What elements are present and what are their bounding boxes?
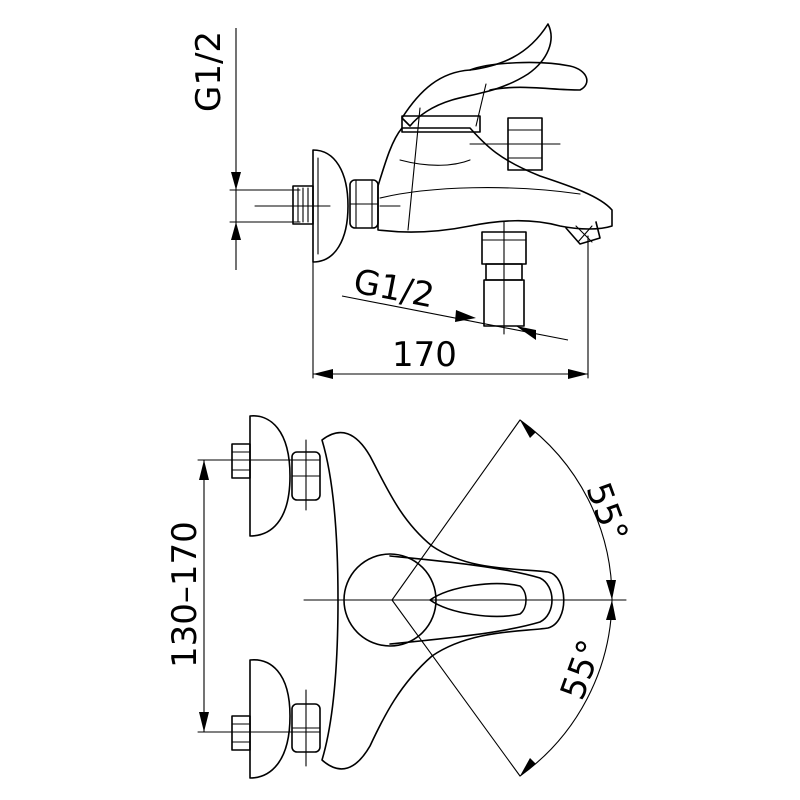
top-view: 130–170 <box>165 415 636 779</box>
inlet-thread-label: G1/2 <box>189 31 229 112</box>
outlet-thread-dimension: G1/2 <box>341 262 569 341</box>
length-dimension: 170 <box>312 235 589 379</box>
lower-inlet <box>231 659 321 779</box>
bottom-outlet <box>481 221 527 335</box>
mixer-body-top <box>321 431 565 770</box>
mixer-body <box>377 127 613 233</box>
union-nut <box>349 179 379 229</box>
center-distance-dimension: 130–170 <box>165 459 269 733</box>
outlet-thread-label: G1/2 <box>350 262 437 317</box>
lever-handle <box>401 23 552 127</box>
inlet-thread-dimension <box>229 28 301 270</box>
center-distance-label: 130–170 <box>165 521 205 668</box>
inlet-pipe <box>254 185 331 225</box>
spout-aerator <box>565 221 601 245</box>
diverter-knob <box>469 117 561 171</box>
upper-inlet <box>231 415 321 537</box>
side-view: G1/2 170 G1/2 <box>189 23 613 379</box>
lever-grip <box>469 61 588 91</box>
angle-lower-label: 55° <box>553 635 611 705</box>
angle-upper-label: 55° <box>578 477 636 547</box>
length-label: 170 <box>392 335 457 375</box>
angle-dimension: 55° 55° <box>391 419 636 777</box>
wall-escutcheon <box>312 149 349 263</box>
